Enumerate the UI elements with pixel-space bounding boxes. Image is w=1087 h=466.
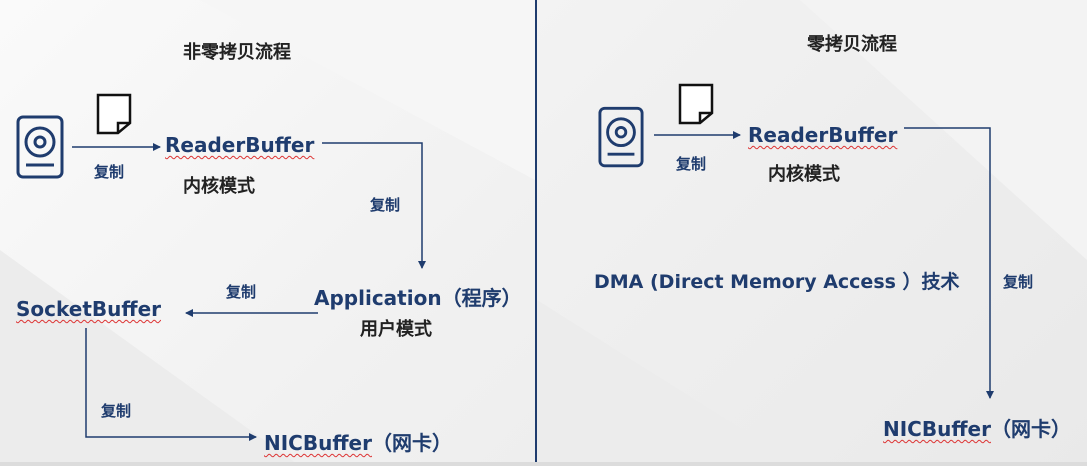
reader-buffer-label-right: ReaderBuffer bbox=[748, 123, 898, 147]
kernel-mode-label-right: 内核模式 bbox=[768, 164, 840, 185]
nic-buffer-text: NICBuffer bbox=[264, 431, 372, 455]
kernel-mode-label: 内核模式 bbox=[183, 176, 255, 197]
copy-label-disk: 复制 bbox=[94, 163, 125, 181]
copy-label-dma: 复制 bbox=[1003, 273, 1034, 291]
hard-disk-icon bbox=[598, 106, 644, 168]
panel-divider bbox=[535, 0, 537, 466]
application-label: Application（程序） bbox=[314, 286, 522, 310]
copy-label-application: 复制 bbox=[226, 283, 257, 301]
hard-disk-icon bbox=[16, 115, 64, 179]
right-panel-title: 零拷贝流程 bbox=[807, 34, 897, 55]
nic-buffer-label-right: NICBuffer（网卡） bbox=[883, 413, 1071, 442]
left-panel-title: 非零拷贝流程 bbox=[183, 42, 291, 63]
nic-buffer-label: NICBuffer（网卡） bbox=[264, 427, 452, 456]
copy-label-socketbuffer: 复制 bbox=[101, 402, 132, 420]
document-icon bbox=[678, 83, 714, 125]
socket-buffer-label: SocketBuffer bbox=[16, 297, 161, 321]
document-icon bbox=[96, 93, 132, 135]
user-mode-label: 用户模式 bbox=[360, 319, 432, 340]
bottom-bar bbox=[0, 462, 1087, 466]
dma-label: DMA (Direct Memory Access ）技术 bbox=[594, 271, 960, 293]
nic-buffer-suffix: （网卡） bbox=[371, 431, 452, 455]
copy-label-readerbuffer: 复制 bbox=[370, 196, 401, 214]
arrow-readerbuffer-to-nicbuffer-right bbox=[904, 127, 994, 399]
copy-label-disk-right: 复制 bbox=[676, 155, 707, 173]
nic-buffer-text-right: NICBuffer bbox=[883, 417, 991, 441]
nic-buffer-suffix-right: （网卡） bbox=[990, 417, 1071, 441]
reader-buffer-label: ReaderBuffer bbox=[165, 133, 315, 157]
